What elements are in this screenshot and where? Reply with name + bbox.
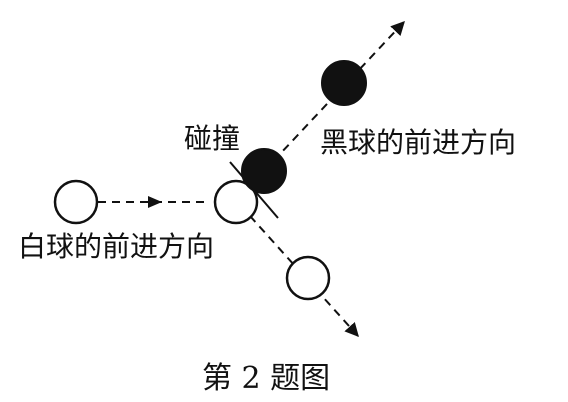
collision-label: 碰撞: [184, 122, 240, 155]
white-direction-label: 白球的前进方向: [18, 230, 214, 263]
black-direction-label: 黑球的前进方向: [320, 126, 516, 159]
black-ball-collision: [241, 148, 287, 194]
black-ball-after: [321, 60, 367, 106]
white-incoming-arrowhead: [148, 196, 162, 208]
white-ball-after: [285, 255, 331, 301]
white-ball-initial: [53, 179, 99, 225]
figure-caption: 第 2 题图: [202, 361, 330, 396]
white-ball-collision: [213, 179, 259, 225]
